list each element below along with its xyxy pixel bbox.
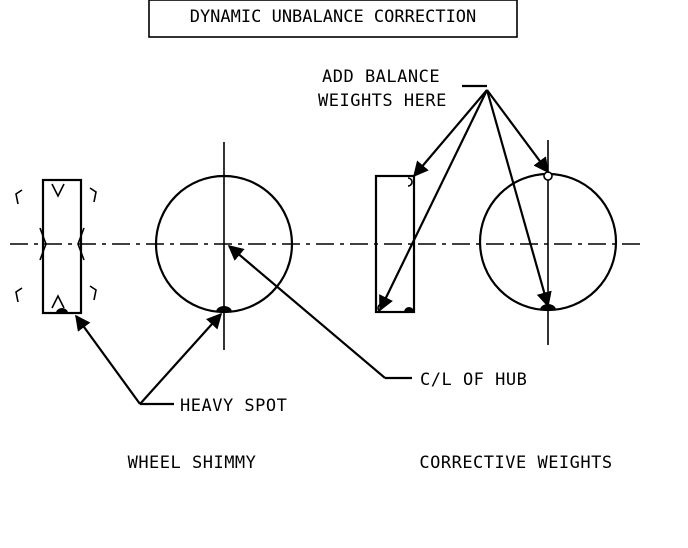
add-weights-label-line2: WEIGHTS HERE — [318, 91, 447, 111]
arrow-to-wheel-top-weight — [486, 89, 549, 174]
arrow-to-hub-center — [227, 245, 386, 379]
corrective-wheel-weight-top — [543, 171, 553, 181]
heavy-spot-label: HEAVY SPOT — [180, 396, 287, 416]
corrective-weights-caption: CORRECTIVE WEIGHTS — [419, 453, 612, 473]
diagram-title: DYNAMIC UNBALANCE CORRECTION — [190, 7, 477, 27]
shimmy-wobble-marks — [15, 183, 97, 309]
arrow-to-side-heavy-spot — [75, 314, 141, 405]
arrow-to-wheel-bottom-weight — [485, 89, 552, 308]
wheel-shimmy-caption: WHEEL SHIMMY — [128, 453, 257, 473]
title-box — [148, 0, 518, 38]
corrective-side-heavy-spot — [404, 307, 414, 312]
corrective-tire-side-view — [374, 174, 416, 314]
add-weights-label-line1: ADD BALANCE — [322, 67, 440, 87]
shimmy-tire-side-view — [41, 178, 83, 315]
arrow-to-wheel-heavy-spot — [139, 312, 223, 405]
shimmy-side-heavy-spot — [56, 308, 68, 313]
corrective-side-weight-top — [407, 177, 413, 187]
hub-centerline-label: C/L OF HUB — [420, 370, 527, 390]
arrow-to-side-bottom-weight — [379, 89, 488, 312]
shimmy-wheel-heavy-spot — [216, 306, 232, 312]
wheel-shimmy-figure — [15, 142, 294, 350]
arrow-to-side-top-weight — [413, 89, 488, 178]
